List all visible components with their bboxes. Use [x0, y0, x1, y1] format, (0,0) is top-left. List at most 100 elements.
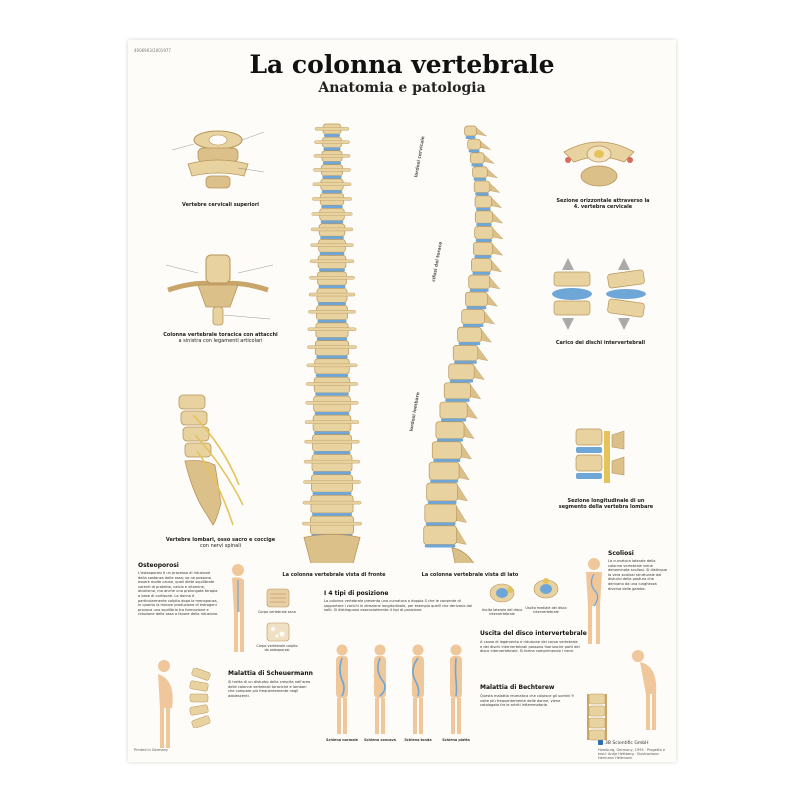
side-spinous-process: [467, 403, 478, 419]
caption-side-view: La colonna vertebrale vista di lato: [421, 572, 519, 578]
side-spinous-process: [492, 227, 504, 240]
front-disc: [319, 268, 345, 272]
front-disc: [323, 147, 341, 151]
front-transverse-process: [303, 459, 361, 464]
front-disc: [315, 374, 349, 377]
side-disc: [440, 418, 467, 422]
side-vertebra: [468, 274, 491, 290]
front-disc: [315, 392, 349, 396]
text-osteoporosi: L'osteoporosi è un processo di riduzione…: [138, 571, 219, 617]
front-transverse-process: [307, 345, 357, 349]
side-spinous-process: [481, 328, 492, 343]
side-spinous-process: [489, 276, 501, 290]
side-spinous-process: [457, 484, 468, 502]
side-disc: [476, 223, 492, 227]
side-disc: [427, 500, 457, 504]
side-disc: [473, 177, 487, 181]
front-transverse-process: [306, 382, 358, 386]
publisher-logo-icon: [598, 740, 603, 745]
text-scheuermann: Si tratta di un disturbo della crescita …: [228, 680, 311, 698]
side-spinous-process: [484, 310, 495, 325]
side-disc: [462, 324, 484, 328]
side-vertebra: [448, 363, 475, 380]
side-spinous-process: [456, 505, 468, 523]
side-vertebra: [424, 503, 457, 523]
side-disc: [454, 360, 477, 364]
side-spinous-process: [470, 384, 482, 400]
front-transverse-process: [313, 154, 351, 158]
disc-load-illustration: [552, 258, 646, 330]
side-vertebra: [465, 291, 488, 307]
side-spinous-process: [461, 443, 472, 460]
side-vertebra: [474, 210, 494, 224]
side-spinous-process: [477, 346, 489, 361]
front-sacrum: [303, 534, 361, 563]
side-vertebra: [443, 382, 471, 400]
bechterew-spine-image: [587, 693, 607, 741]
side-vertebra: [435, 421, 465, 439]
posture-label: Schiena normale: [326, 738, 358, 742]
label-osteoporotic-vertebra: Corpo vertebrale colpito da osteoporosi: [256, 644, 298, 652]
front-transverse-process: [312, 182, 352, 186]
side-vertebra: [452, 345, 479, 362]
spine-side-view-illustration: [423, 125, 504, 563]
side-disc: [469, 288, 489, 292]
footer-credits: Hamburg, Germany, 1995 · Progetto e test…: [598, 748, 666, 761]
front-disc: [317, 302, 347, 306]
side-vertebra: [473, 180, 491, 193]
scoliosis-figure: [586, 558, 602, 644]
side-disc: [433, 459, 461, 462]
side-disc: [430, 479, 459, 483]
front-transverse-process: [304, 420, 360, 424]
caption-cervical: Vertebre cervicali superiori: [181, 202, 259, 208]
side-spinous-process: [491, 197, 503, 209]
bechterew-figure: [632, 650, 657, 730]
cervical-section-illustration: [563, 141, 635, 187]
front-disc: [320, 236, 344, 240]
front-disc: [314, 431, 350, 435]
front-transverse-process: [309, 259, 355, 263]
thoracic-vertebra-illustration: [165, 254, 274, 326]
side-disc: [472, 271, 491, 275]
side-spinous-process: [487, 168, 498, 179]
disc-herniation-lateral-image: [489, 583, 515, 603]
footer-printed: Printed in Germany: [134, 748, 168, 752]
front-transverse-process: [307, 327, 357, 331]
side-disc: [465, 136, 476, 139]
side-disc: [475, 239, 492, 243]
front-disc: [321, 190, 343, 194]
side-spinous-process: [492, 212, 504, 224]
side-vertebra: [474, 195, 492, 209]
front-transverse-process: [309, 276, 355, 280]
front-disc: [319, 252, 345, 256]
osteoporosis-figure: [232, 564, 244, 652]
side-disc: [475, 192, 489, 196]
front-transverse-process: [314, 127, 350, 131]
side-vertebra: [467, 138, 481, 150]
posture-figure: [412, 644, 424, 734]
front-disc: [322, 175, 342, 179]
side-spinous-process: [483, 154, 495, 164]
side-vertebra: [461, 309, 485, 325]
side-spinous-process: [456, 527, 467, 545]
side-disc: [436, 438, 464, 442]
side-spinous-process: [492, 243, 504, 256]
posture-label: Schiena piatta: [442, 738, 470, 742]
lumbar-longitudinal-illustration: [575, 428, 625, 483]
front-disc: [324, 134, 340, 137]
side-vertebra: [464, 125, 477, 137]
scheuermann-figure: [158, 660, 173, 748]
heading-bechterew: Malattia di Bechterew: [480, 684, 555, 691]
four-postures-illustration: [336, 644, 462, 734]
front-transverse-process: [303, 480, 361, 484]
front-transverse-process: [313, 168, 351, 172]
heading-posizione: I 4 tipi di posizione: [324, 590, 389, 597]
side-disc: [424, 544, 456, 548]
front-transverse-process: [310, 227, 354, 232]
label-herniation-lateral: Uscita laterale del disco intervertebral…: [481, 608, 523, 616]
front-transverse-process: [305, 401, 359, 405]
side-vertebra: [423, 525, 457, 545]
side-disc: [468, 149, 480, 153]
front-transverse-process: [302, 521, 362, 526]
posture-figure: [336, 644, 348, 734]
